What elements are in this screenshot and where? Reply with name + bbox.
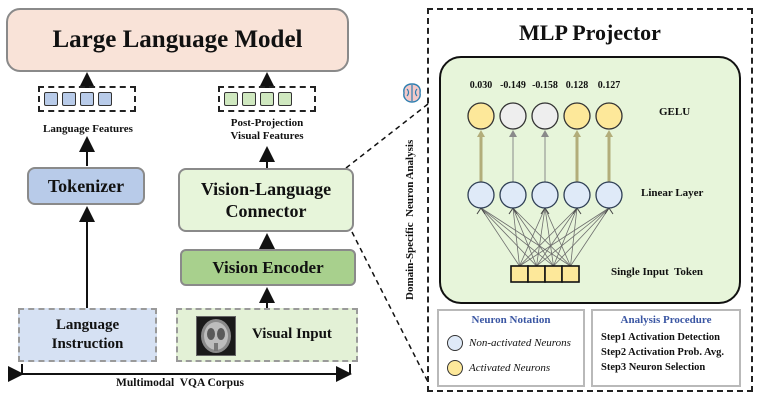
input-edge bbox=[536, 207, 578, 267]
input-edge-arrow bbox=[540, 207, 550, 215]
corpus-caption: Multimodal VQA Corpus bbox=[116, 377, 244, 389]
non-activated-neuron bbox=[531, 102, 559, 130]
input-edge bbox=[519, 207, 578, 267]
vision-encoder-box: Vision Encoder bbox=[180, 249, 356, 286]
input-edge bbox=[536, 207, 610, 267]
activation-value: 0.030 bbox=[469, 80, 493, 91]
input-edge bbox=[512, 207, 571, 267]
mri-scan-thumbnail bbox=[196, 316, 236, 356]
input-edge bbox=[553, 207, 610, 267]
language-token bbox=[98, 92, 112, 106]
llm-label: Large Language Model bbox=[52, 26, 303, 53]
input-edge bbox=[480, 207, 554, 267]
language-instruction-box: Language Instruction bbox=[18, 308, 157, 362]
linear-neuron bbox=[531, 181, 559, 209]
input-edge bbox=[512, 207, 520, 267]
input-edge bbox=[480, 207, 520, 267]
input-edge bbox=[480, 207, 537, 267]
activation-arrow bbox=[477, 130, 485, 137]
language-token-group bbox=[38, 86, 136, 112]
input-token-cell bbox=[527, 265, 546, 283]
tokenizer-box: Tokenizer bbox=[27, 167, 145, 205]
domain-specific-neuron-analysis-label: Domain-Specific Neuron Analysis bbox=[404, 139, 416, 300]
linear-neuron bbox=[595, 181, 623, 209]
brain-icon bbox=[401, 82, 423, 104]
single-input-token-label: Single Input Token bbox=[611, 266, 704, 278]
language-token bbox=[62, 92, 76, 106]
language-token bbox=[80, 92, 94, 106]
legend-non-activated: Non-activated Neurons bbox=[447, 335, 571, 351]
visual-input-box: Visual Input bbox=[176, 308, 358, 362]
input-token-cell bbox=[544, 265, 563, 283]
mlp-network-svg bbox=[467, 102, 623, 283]
neuron-notation-box: Neuron Notation Non-activated Neurons Ac… bbox=[437, 309, 585, 387]
linear-neuron bbox=[563, 181, 591, 209]
activation-arrow bbox=[573, 130, 581, 137]
activated-neuron bbox=[467, 102, 495, 130]
input-edge bbox=[519, 207, 546, 267]
activation-value: 0.127 bbox=[597, 80, 621, 91]
non-activated-neuron-icon bbox=[447, 335, 463, 351]
linear-layer-label: Linear Layer bbox=[641, 187, 704, 199]
activated-neuron bbox=[595, 102, 623, 130]
activation-value: 0.128 bbox=[565, 80, 589, 91]
analysis-procedure-box: Analysis Procedure Step1 Activation Dete… bbox=[591, 309, 741, 387]
analysis-step: Step3 Neuron Selection bbox=[601, 362, 706, 373]
input-token-cell bbox=[561, 265, 580, 283]
input-edge bbox=[512, 207, 537, 267]
activation-arrow bbox=[605, 130, 613, 137]
activation-arrow bbox=[509, 130, 517, 137]
input-token-cell bbox=[510, 265, 529, 283]
non-activated-neuron bbox=[499, 102, 527, 130]
legend-activated: Activated Neurons bbox=[447, 360, 550, 376]
input-edge bbox=[570, 207, 610, 267]
post-projection-caption: Post-Projection Visual Features bbox=[230, 117, 304, 142]
input-edge bbox=[544, 207, 554, 267]
visual-token bbox=[278, 92, 292, 106]
input-edge bbox=[512, 207, 554, 267]
llm-box: Large Language Model bbox=[6, 8, 349, 72]
activation-arrow bbox=[541, 130, 549, 137]
input-edge bbox=[519, 207, 610, 267]
activated-neuron-icon bbox=[447, 360, 463, 376]
linear-neuron bbox=[499, 181, 527, 209]
input-edge bbox=[536, 207, 546, 267]
mlp-diagram: GELU Linear Layer Single Input Token 0.0… bbox=[439, 56, 741, 304]
language-token bbox=[44, 92, 58, 106]
mlp-title: MLP Projector bbox=[519, 20, 661, 45]
analysis-procedure-title: Analysis Procedure bbox=[620, 314, 712, 326]
activated-neuron bbox=[563, 102, 591, 130]
input-edge bbox=[544, 207, 571, 267]
linear-neuron bbox=[467, 181, 495, 209]
visual-token-group bbox=[218, 86, 316, 112]
vision-language-connector-box: Vision-Language Connector bbox=[178, 168, 354, 232]
input-edge bbox=[553, 207, 578, 267]
mlp-projector-panel: MLP Projector GELU Linear Layer Single I… bbox=[427, 8, 753, 392]
gelu-label: GELU bbox=[659, 106, 691, 118]
visual-token bbox=[260, 92, 274, 106]
input-edge bbox=[570, 207, 578, 267]
analysis-step: Step1 Activation Detection bbox=[601, 332, 720, 343]
visual-token bbox=[224, 92, 238, 106]
neuron-notation-title: Neuron Notation bbox=[471, 314, 551, 326]
activation-value: -0.158 bbox=[532, 80, 558, 91]
input-edge bbox=[480, 207, 571, 267]
activation-value: -0.149 bbox=[500, 80, 526, 91]
language-features-caption: Language Features bbox=[43, 123, 133, 135]
visual-token bbox=[242, 92, 256, 106]
analysis-step: Step2 Activation Prob. Avg. bbox=[601, 347, 724, 358]
zoom-line-bottom bbox=[351, 231, 429, 383]
